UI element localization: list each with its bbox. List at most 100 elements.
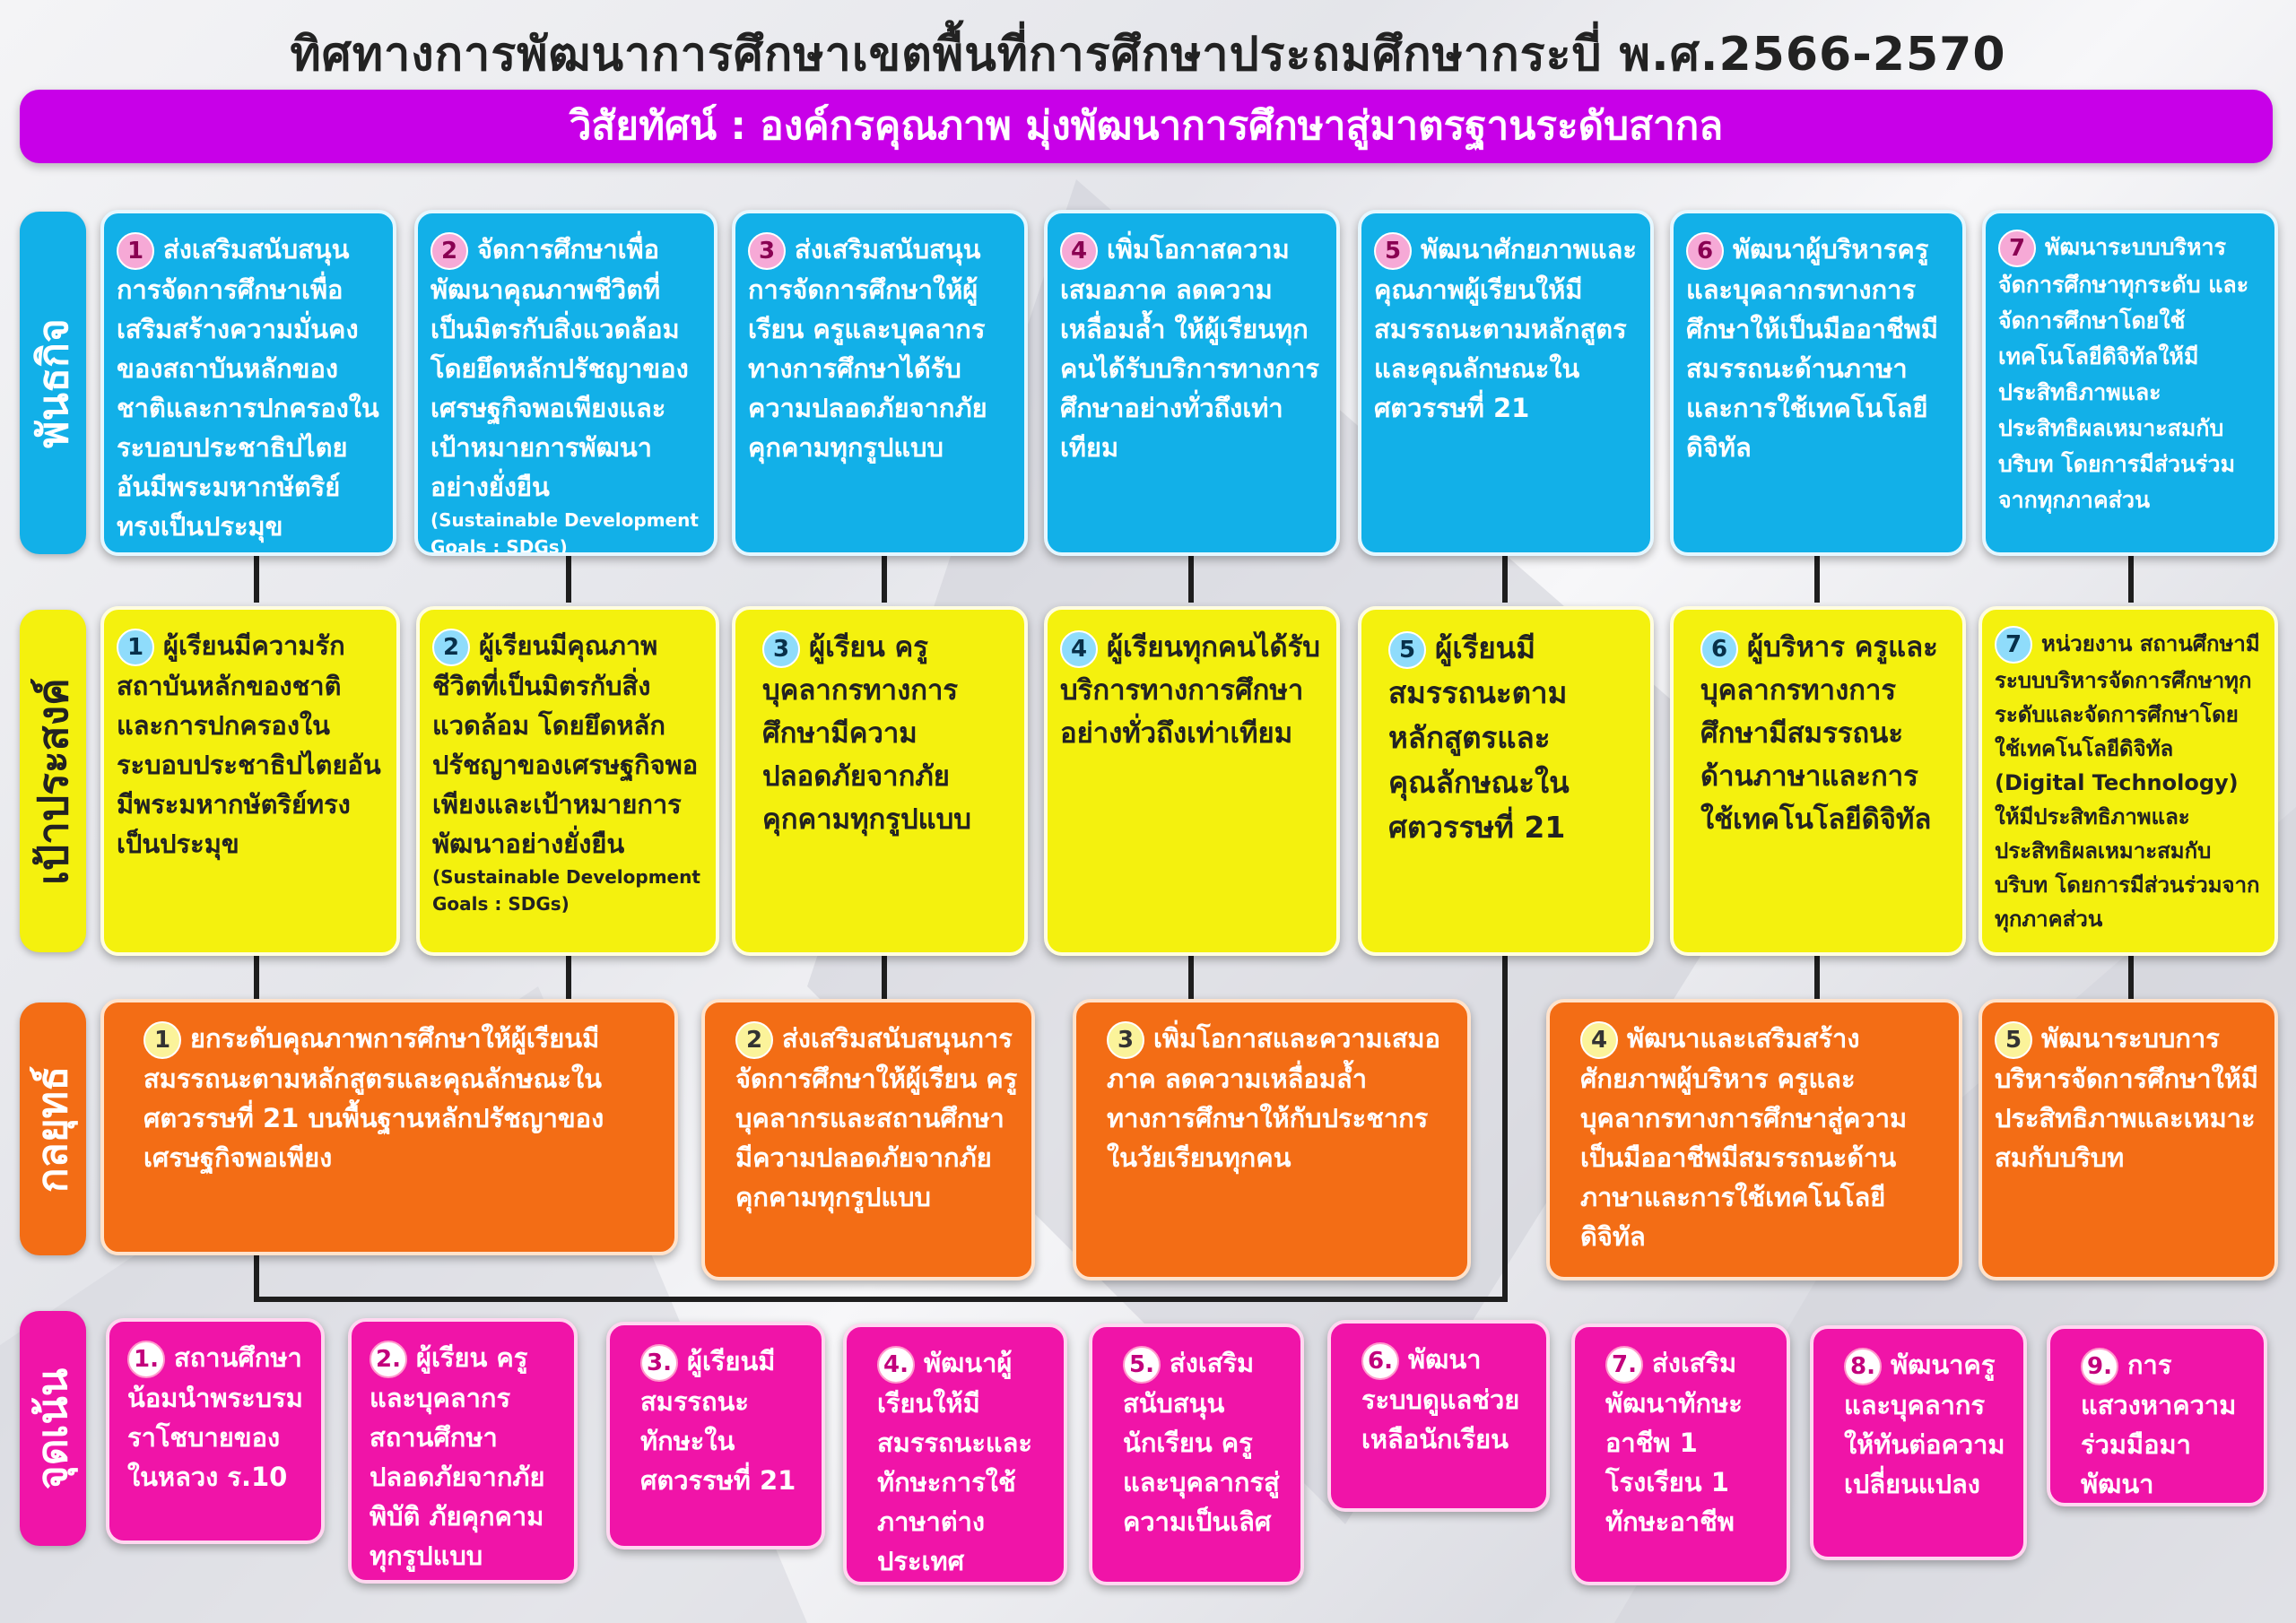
focus-number: 7. — [1605, 1346, 1643, 1384]
strategy-text: ส่งเสริมสนับสนุนการจัดการศึกษาให้ผู้เรีย… — [735, 1023, 1018, 1212]
connector-line — [566, 556, 571, 603]
strategy-number: 4 — [1580, 1021, 1618, 1059]
connector-line — [2128, 556, 2134, 603]
connector-line — [1188, 556, 1194, 603]
goal-number: 1 — [117, 629, 154, 666]
goal-number: 2 — [432, 629, 470, 666]
mission-number: 5 — [1374, 232, 1412, 270]
goal-number: 4 — [1060, 629, 1098, 668]
goal-text: ผู้เรียนมีสมรรถนะตามหลักสูตรและคุณลักษณะ… — [1388, 630, 1570, 845]
focus-text: การแสวงหาความร่วมมือมาพัฒนา — [2081, 1350, 2237, 1499]
row-label-mission: พันธกิจ — [20, 212, 86, 554]
focus-text: ผู้เรียนมีสมรรถนะทักษะในศตวรรษที่ 21 — [640, 1346, 796, 1496]
focus-card-4: 4.พัฒนาผู้เรียนให้มีสมรรถนะและทักษะการใช… — [843, 1324, 1067, 1585]
connector-line — [254, 1255, 259, 1302]
focus-text: ผู้เรียน ครูและบุคลากร สถานศึกษา ปลอดภัย… — [370, 1342, 545, 1571]
focus-text: พัฒนาผู้เรียนให้มีสมรรถนะและทักษะการใช้ภ… — [877, 1348, 1032, 1576]
mission-number: 7 — [1998, 230, 2036, 267]
goal-text: ผู้เรียนทุกคนได้รับบริการทางการศึกษาอย่า… — [1060, 631, 1320, 750]
mission-number: 3 — [748, 232, 786, 270]
connector-line — [254, 1297, 1508, 1302]
mission-text: พัฒนาระบบบริหารจัดการศึกษาทุกระดับ และจั… — [1998, 234, 2249, 513]
mission-text: พัฒนาศักยภาพและคุณภาพผู้เรียนให้มีสมรรถน… — [1374, 234, 1637, 423]
row-label-goal: เป้าประสงค์ — [20, 610, 86, 952]
mission-text: ส่งเสริมสนับสนุนการจัดการศึกษาเพื่อเสริม… — [117, 234, 379, 542]
focus-text: สถานศึกษาน้อมนำพระบรมราโชบายของในหลวง ร.… — [127, 1342, 303, 1492]
strategy-number: 3 — [1107, 1021, 1144, 1059]
focus-card-8: 8.พัฒนาครูและบุคลากรให้ทันต่อความเปลี่ยน… — [1810, 1325, 2027, 1560]
strategy-text: พัฒนาและเสริมสร้างศักยภาพผู้บริหาร ครูแล… — [1580, 1023, 1908, 1252]
connector-line — [2128, 956, 2134, 999]
connector-line — [882, 956, 887, 999]
focus-text: ส่งเสริมสนับสนุนนักเรียน ครูและบุคลากรสู… — [1123, 1348, 1280, 1537]
row-label-focus: จุดเน้น — [20, 1311, 86, 1546]
connector-line — [566, 956, 571, 999]
mission-text: พัฒนาผู้บริหารครูและบุคลากรทางการศึกษาให… — [1686, 234, 1938, 463]
strategy-text: เพิ่มโอกาสและความเสมอภาค ลดความเหลื่อมล้… — [1107, 1023, 1440, 1173]
goal-text: ผู้เรียนมีความรักสถาบันหลักของชาติและการ… — [117, 630, 381, 859]
focus-number: 4. — [877, 1346, 915, 1384]
mission-number: 2 — [430, 232, 468, 270]
focus-number: 9. — [2081, 1348, 2118, 1385]
mission-text: จัดการศึกษาเพื่อพัฒนาคุณภาพชีวิตที่เป็นม… — [430, 234, 689, 502]
strategy-number: 2 — [735, 1021, 773, 1059]
mission-number: 1 — [117, 232, 154, 270]
page-title: ทิศทางการพัฒนาการศึกษาเขตพื้นที่การศึกษา… — [290, 28, 2006, 82]
strategy-number: 5 — [1995, 1021, 2032, 1059]
connector-line — [1188, 956, 1194, 999]
connector-line — [1502, 556, 1508, 603]
focus-text: ส่งเสริมพัฒนาทักษะอาชีพ 1 โรงเรียน 1 ทัก… — [1605, 1348, 1743, 1537]
focus-number: 2. — [370, 1341, 407, 1378]
focus-card-6: 6.พัฒนาระบบดูแลช่วยเหลือนักเรียน — [1327, 1320, 1550, 1512]
mission-note: (Sustainable Development Goals : SDGs) — [430, 509, 699, 556]
mission-text: เพิ่มโอกาสความเสมอภาค ลดความเหลื่อมล้ำ ใ… — [1060, 234, 1320, 463]
mission-number: 6 — [1686, 232, 1724, 270]
connector-line — [254, 956, 259, 999]
goal-number: 3 — [762, 629, 800, 668]
focus-text: พัฒนาระบบดูแลช่วยเหลือนักเรียน — [1361, 1344, 1520, 1454]
vision-banner: วิสัยทัศน์ : องค์กรคุณภาพ มุ่งพัฒนาการศึ… — [20, 90, 2273, 163]
focus-card-1: 1.สถานศึกษาน้อมนำพระบรมราโชบายของในหลวง … — [106, 1318, 325, 1544]
focus-card-2: 2.ผู้เรียน ครูและบุคลากร สถานศึกษา ปลอดภ… — [348, 1318, 578, 1584]
goal-text: ผู้บริหาร ครูและบุคลากรทางการศึกษามีสมรร… — [1700, 631, 1938, 836]
focus-card-3: 3.ผู้เรียนมีสมรรถนะทักษะในศตวรรษที่ 21 — [606, 1322, 825, 1549]
focus-card-5: 5.ส่งเสริมสนับสนุนนักเรียน ครูและบุคลากร… — [1089, 1324, 1304, 1585]
mission-text: ส่งเสริมสนับสนุนการจัดการศึกษาให้ผู้เรีย… — [748, 234, 987, 463]
focus-number: 3. — [640, 1344, 678, 1382]
focus-card-9: 9.การแสวงหาความร่วมมือมาพัฒนา — [2047, 1325, 2267, 1506]
goal-text: หน่วยงาน สถานศึกษามีระบบบริหารจัดการศึกษ… — [1995, 631, 2260, 932]
focus-number: 1. — [127, 1341, 165, 1378]
strategy-text: พัฒนาระบบการบริหารจัดการศึกษาให้มีประสิท… — [1995, 1023, 2258, 1173]
focus-number: 5. — [1123, 1346, 1161, 1384]
goal-note: (Sustainable Development Goals : SDGs) — [432, 866, 700, 915]
goal-number: 6 — [1700, 629, 1738, 668]
connector-line — [1502, 956, 1508, 1302]
strategy-text: ยกระดับคุณภาพการศึกษาให้ผู้เรียนมีสมรรถน… — [144, 1023, 604, 1173]
connector-line — [254, 556, 259, 603]
connector-line — [1814, 556, 1820, 603]
goal-text: ผู้เรียน ครูบุคลากรทางการศึกษามีความปลอด… — [762, 631, 971, 836]
focus-number: 6. — [1361, 1342, 1399, 1380]
connector-line — [1814, 956, 1820, 999]
connector-line — [882, 556, 887, 603]
mission-number: 4 — [1060, 232, 1098, 270]
row-label-strategy: กลยุทธ์ — [20, 1002, 86, 1255]
goal-number: 5 — [1388, 630, 1426, 669]
